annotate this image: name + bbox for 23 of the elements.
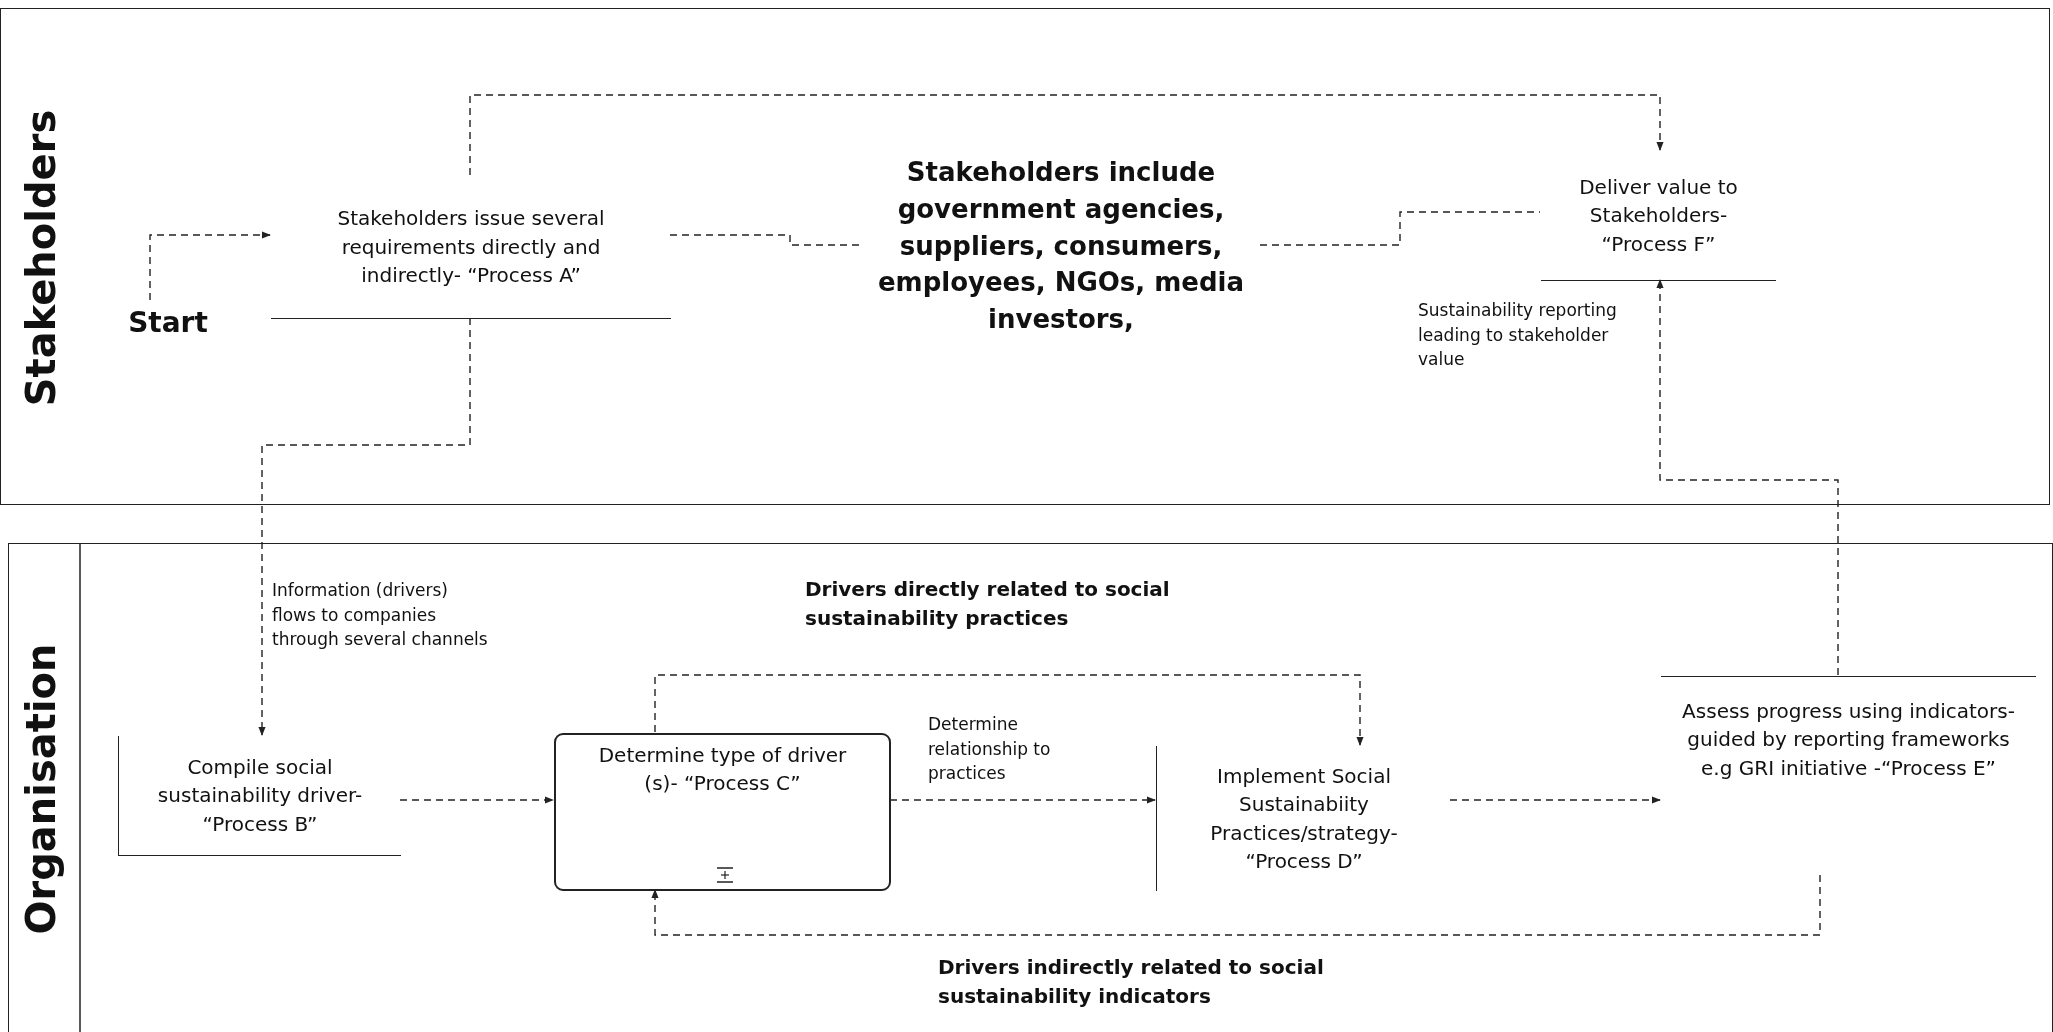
arrow — [1449, 796, 1661, 804]
connector-line — [1259, 211, 1541, 246]
arrow — [651, 874, 1821, 936]
process-label: Stakeholders issue several requirements directly and indirectly- “Process A” — [336, 205, 606, 290]
arrow — [149, 231, 271, 301]
arrow — [469, 94, 1664, 176]
arrow — [258, 317, 471, 736]
arrow — [399, 796, 554, 804]
lane-heading: Stakeholders — [18, 109, 64, 406]
arrow — [1656, 279, 1839, 676]
process-label: Determine type of driver (s)- “Process C” — [597, 742, 848, 798]
process-box — [118, 736, 401, 856]
start-label: Start — [128, 305, 208, 342]
process-label: Deliver value to Stakeholders- “Process F” — [1578, 173, 1739, 258]
process-label: Assess progress using indicators- guided by reporting frameworks e.g GRI initiative -“Process E” — [1681, 698, 2016, 782]
subprocess-box — [554, 733, 891, 891]
note-text: Stakeholders include government agencies, suppliers, consumers, employees, NGOs, media investors, — [876, 155, 1246, 337]
connector-line — [669, 234, 861, 246]
process-label: Implement Social Sustainabiity Practices/strategy- “Process D” — [1209, 762, 1399, 875]
lane-heading: Organisation — [18, 642, 64, 935]
arrow — [654, 674, 1364, 746]
arrow — [889, 796, 1156, 804]
process-label: Compile social sustainability driver- “Process B” — [156, 753, 364, 838]
